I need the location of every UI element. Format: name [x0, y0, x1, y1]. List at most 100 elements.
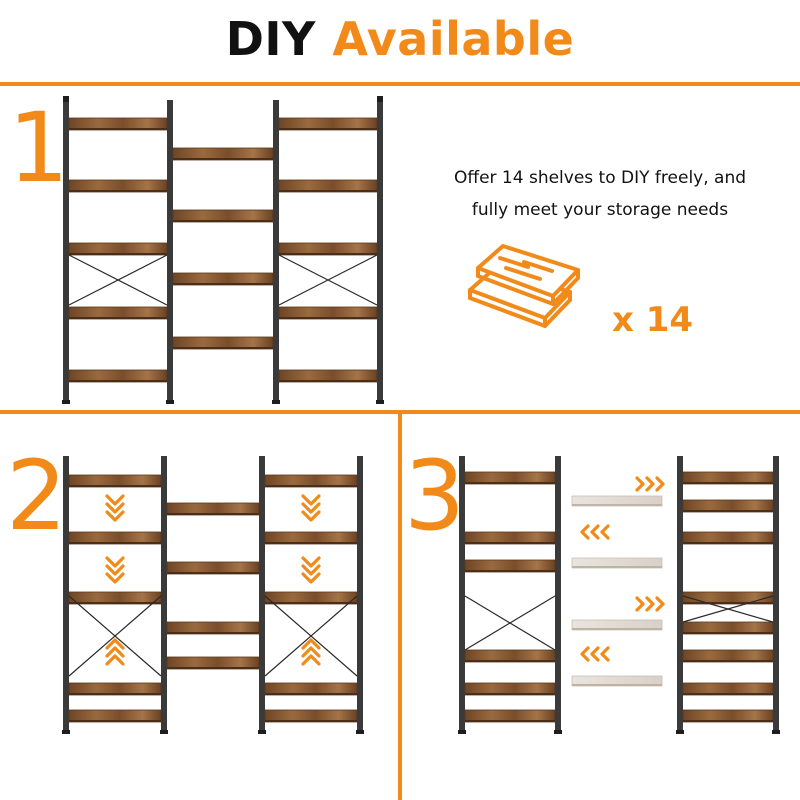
description-line-2: fully meet your storage needs [471, 200, 729, 220]
stacked-boards-icon [468, 244, 580, 328]
board-edge [69, 128, 167, 130]
board-edge [279, 190, 377, 192]
chevron-left-icon [580, 646, 590, 662]
x-brace [68, 595, 162, 677]
post-foot [772, 730, 780, 734]
board-edge [465, 542, 555, 544]
board-edge [683, 542, 773, 544]
board-edge [279, 380, 377, 382]
board-edge [683, 660, 773, 662]
board-edge [572, 566, 662, 568]
step-number-3: 3 [404, 440, 466, 552]
x-brace [464, 595, 556, 651]
board-edge [69, 485, 161, 487]
post-foot [554, 730, 562, 734]
frame-post [273, 100, 279, 400]
board-edge [683, 510, 773, 512]
board-edge [465, 660, 555, 662]
board-edge [265, 720, 357, 722]
board-edge [167, 667, 259, 669]
board-edge [465, 482, 555, 484]
board-edge [167, 572, 259, 574]
frame-post [555, 456, 561, 730]
board-edge [683, 632, 773, 634]
board-edge [173, 220, 273, 222]
board-edge [683, 602, 773, 604]
chevron-up-icon [105, 646, 125, 658]
frame-post [377, 100, 383, 400]
post-cap [63, 96, 69, 102]
board-edge [465, 720, 555, 722]
x-brace [264, 595, 358, 677]
chevron-left-icon [590, 524, 600, 540]
board-edge [173, 347, 273, 349]
shelf-count: x 14 [612, 300, 694, 340]
title-dark: DIY [225, 12, 316, 66]
frame-post [357, 456, 363, 730]
chevron-left-icon [590, 646, 600, 662]
chevron-down-icon [105, 502, 125, 514]
chevron-up-icon [105, 638, 125, 650]
board-edge [572, 684, 662, 686]
x-brace [682, 595, 774, 623]
chevron-left-icon [600, 646, 610, 662]
description: Offer 14 shelves to DIY freely, and full… [420, 162, 780, 226]
chevron-down-icon [301, 556, 321, 568]
chevron-down-icon [105, 572, 125, 584]
board-edge [69, 720, 161, 722]
chevron-up-icon [301, 646, 321, 658]
chevron-down-icon [301, 572, 321, 584]
direction-arrows [105, 476, 665, 666]
frame-post [161, 500, 167, 730]
chevron-up-icon [105, 654, 125, 666]
post-foot [258, 730, 266, 734]
chevron-right-icon [645, 596, 655, 612]
chevron-down-icon [301, 564, 321, 576]
board-edge [265, 542, 357, 544]
chevron-right-icon [655, 596, 665, 612]
board-edge [683, 482, 773, 484]
board-edge [69, 693, 161, 695]
chevron-down-icon [105, 556, 125, 568]
chevron-right-icon [635, 476, 645, 492]
board-edge [265, 693, 357, 695]
post-foot [160, 730, 168, 734]
board-edge [572, 504, 662, 506]
frame-post [167, 130, 173, 400]
page-title: DIY Available [0, 12, 800, 66]
step-number-1: 1 [8, 92, 70, 204]
board-edge [69, 190, 167, 192]
board-edge [265, 602, 357, 604]
chevron-right-icon [655, 476, 665, 492]
board-edge [69, 253, 167, 255]
chevron-down-icon [301, 494, 321, 506]
chevron-down-icon [105, 510, 125, 522]
chevron-left-icon [600, 524, 610, 540]
board-edge [279, 253, 377, 255]
board-edge [167, 513, 259, 515]
shelf-unit-step-3 [458, 456, 780, 734]
x-brace [278, 254, 378, 306]
post-foot [676, 730, 684, 734]
chevron-right-icon [645, 476, 655, 492]
board-edge [465, 693, 555, 695]
board-edge [683, 720, 773, 722]
step-number-2: 2 [6, 440, 68, 552]
board-edge [69, 602, 161, 604]
frame-post [677, 456, 683, 730]
shelf-unit-step-2 [62, 456, 364, 734]
board-edge [279, 317, 377, 319]
frame-post [63, 456, 69, 730]
post-foot [356, 730, 364, 734]
divider-top [0, 82, 800, 86]
board-edge [465, 570, 555, 572]
board-edge [69, 317, 167, 319]
frame-post [773, 456, 779, 730]
post-foot [376, 400, 384, 404]
title-accent: Available [332, 12, 575, 66]
frame-post [259, 456, 265, 730]
post-foot [166, 400, 174, 404]
board-edge [69, 542, 161, 544]
board-edge [167, 632, 259, 634]
